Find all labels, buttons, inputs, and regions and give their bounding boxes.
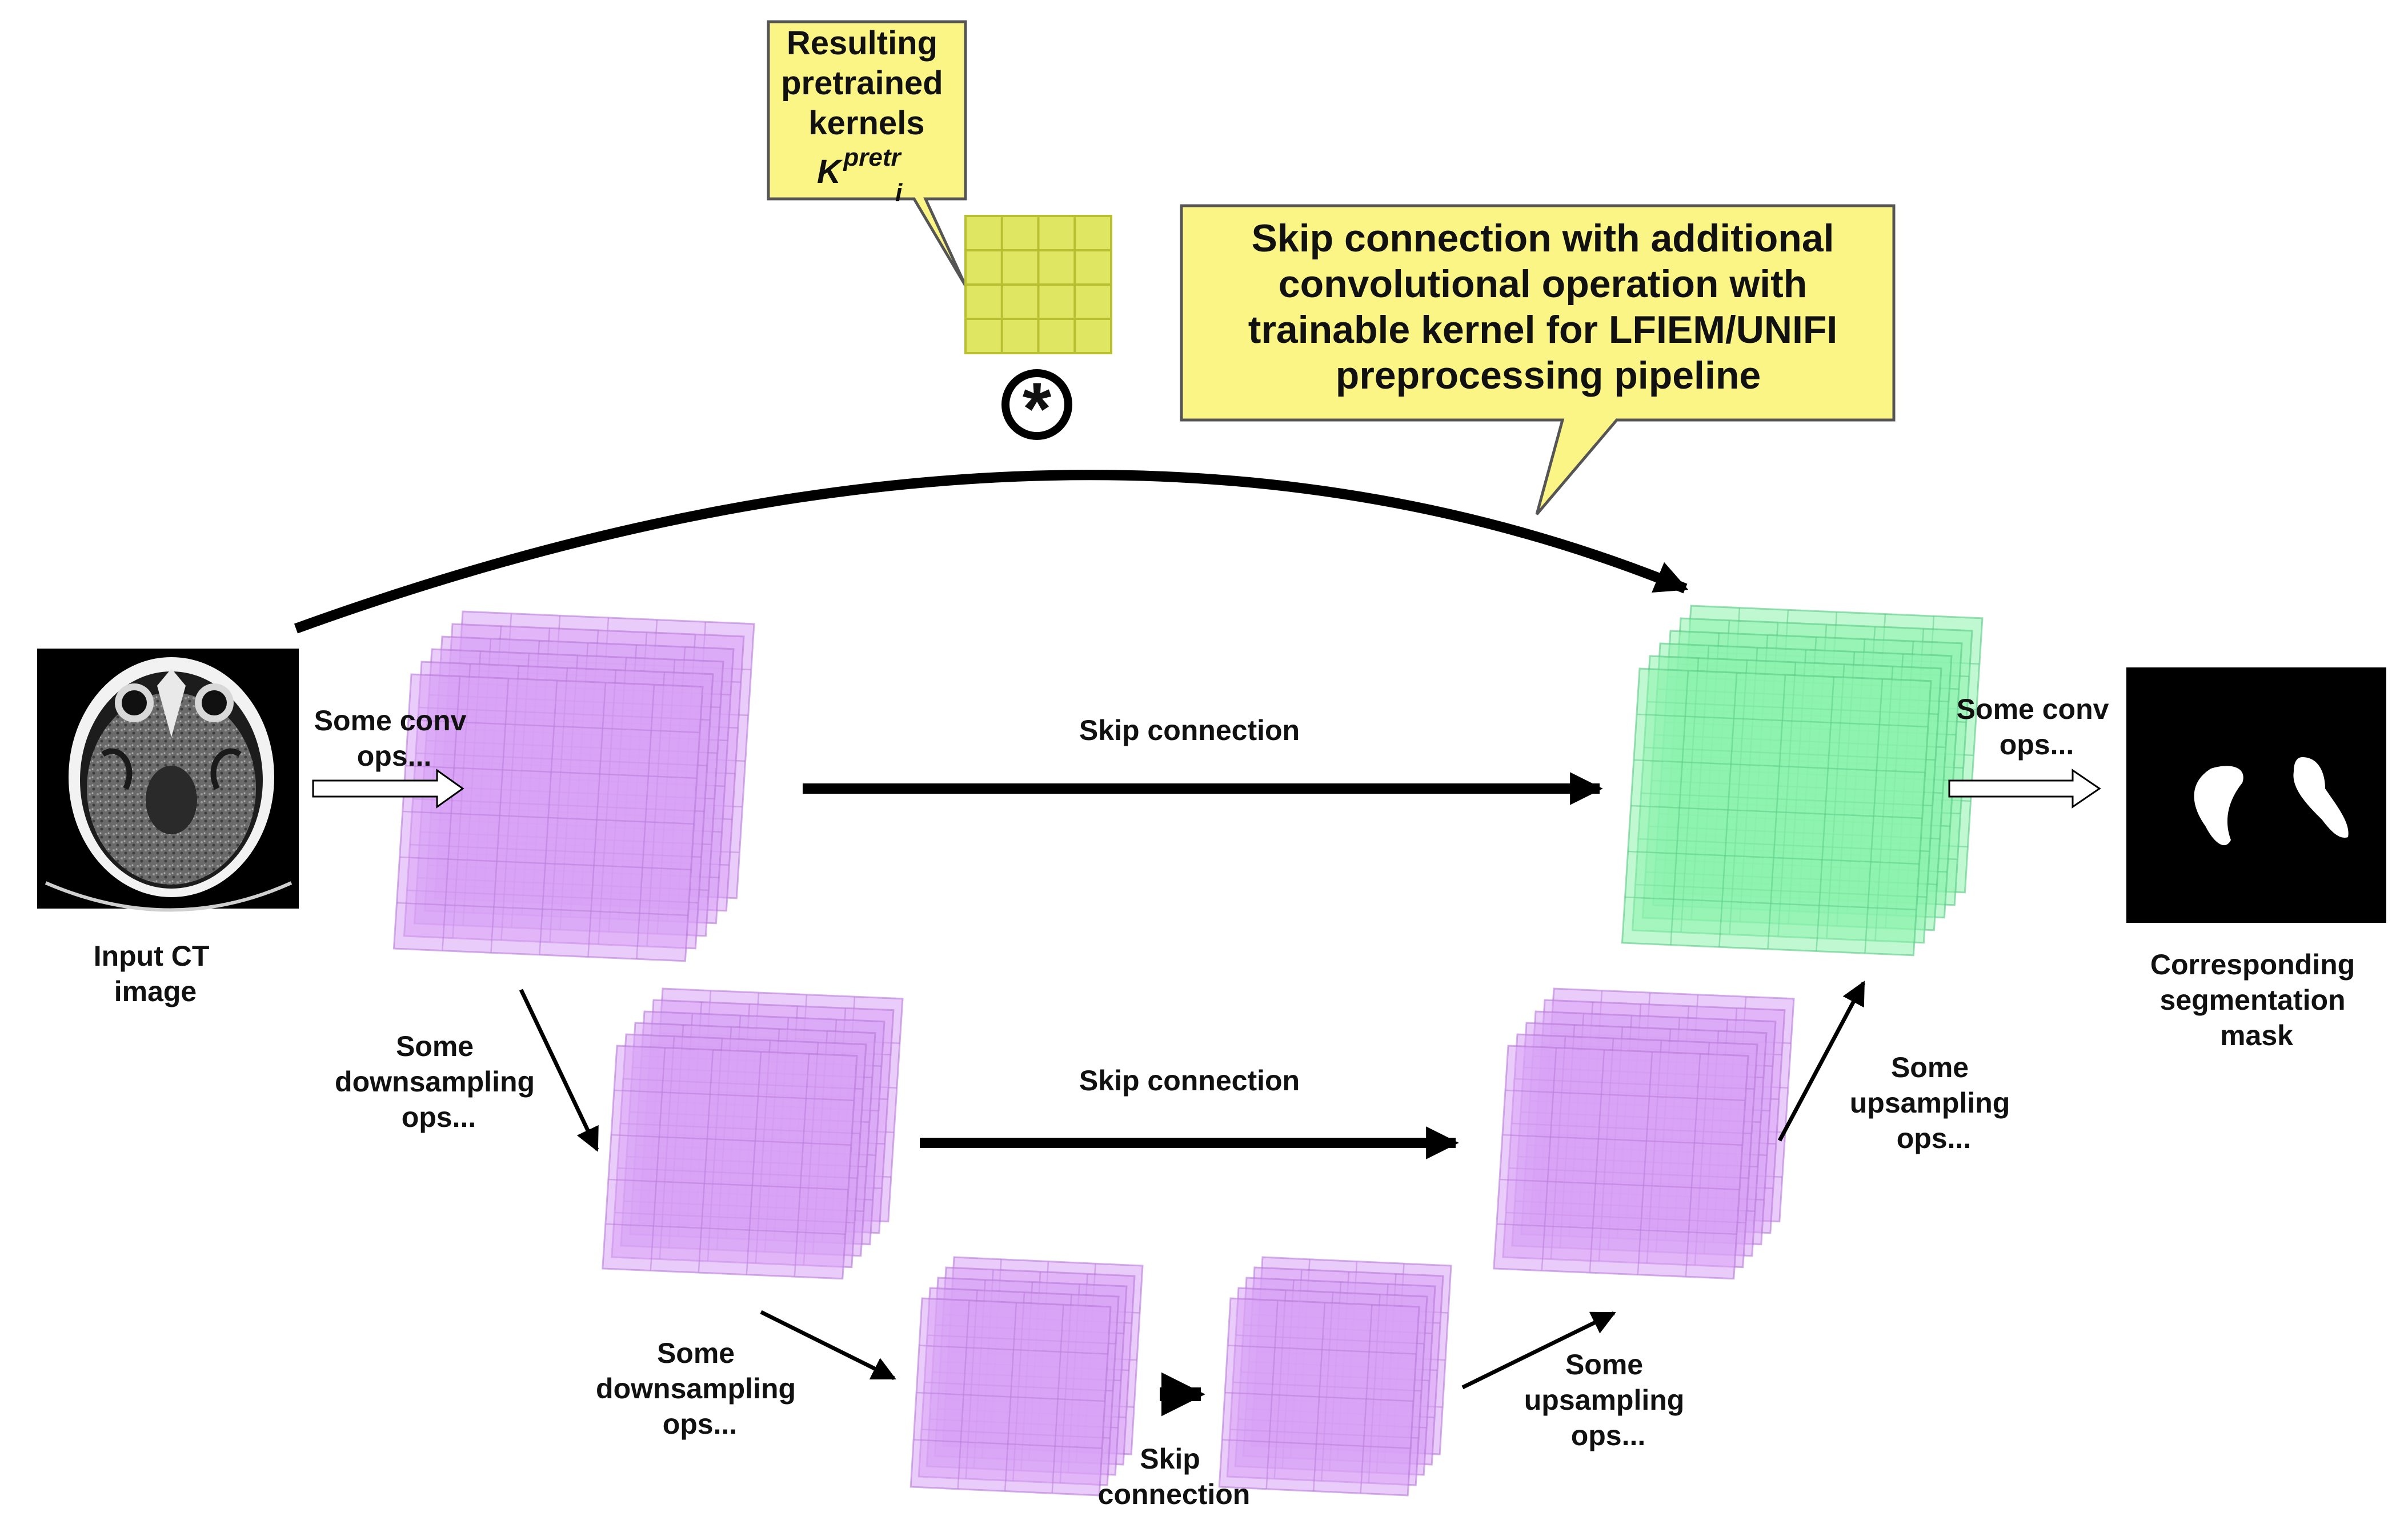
label-upsampling-2: Some upsampling ops... bbox=[1524, 1349, 1692, 1451]
input-ct-image bbox=[37, 649, 299, 912]
callout-skip-line-3: trainable kernel for LFIEM/UNIFI bbox=[1248, 308, 1838, 351]
label-conv-ops-left: Some conv ops... bbox=[314, 705, 475, 772]
downsampling-arrow-1 bbox=[519, 989, 599, 1152]
feature-map-layer bbox=[909, 1297, 1112, 1497]
upsampling-arrow-1 bbox=[1777, 981, 1866, 1142]
feature-map-layer bbox=[392, 673, 704, 962]
feature-stack-encoder-2 bbox=[602, 987, 904, 1280]
label-input-ct-image: Input CT image bbox=[94, 940, 218, 1007]
label-skip-connection-top: Skip connection bbox=[1079, 714, 1300, 746]
downsampling-arrow-2 bbox=[760, 1310, 896, 1381]
svg-text:K pretr i: K pretr i bbox=[817, 143, 903, 207]
label-corresponding-mask: Corresponding segmentation mask bbox=[2150, 949, 2363, 1051]
feature-map-layer bbox=[1493, 1045, 1749, 1280]
conv-ops-hollow-arrow-left bbox=[312, 769, 464, 809]
upsampling-arrow-2 bbox=[1461, 1311, 1616, 1390]
callout-kernels-line-1: Resulting bbox=[787, 25, 937, 62]
callout-skip-line-4: preprocessing pipeline bbox=[1336, 354, 1761, 397]
feature-stack-encoder-1 bbox=[392, 610, 755, 962]
callout-kernels-line-2: pretrained bbox=[781, 65, 943, 102]
callout-skip-line-1: Skip connection with additional bbox=[1252, 217, 1834, 260]
kernel-symbol-base: K bbox=[817, 153, 843, 190]
label-skip-connection-bottom: Skip connection bbox=[1098, 1443, 1251, 1510]
convolution-symbol: * bbox=[1023, 367, 1052, 450]
callout-kernels-line-3: kernels bbox=[808, 105, 924, 142]
svg-text:Resulting pretrained: Resulting pretrained kernels bbox=[781, 25, 952, 142]
long-skip-connection-arrow bbox=[294, 470, 1689, 634]
label-downsampling-1: Some downsampling ops... bbox=[335, 1030, 543, 1133]
feature-map-layer bbox=[1621, 667, 1932, 957]
pretrained-kernel-grid bbox=[964, 215, 1112, 354]
feature-stack-decoder-2 bbox=[1493, 987, 1795, 1280]
kernel-symbol-superscript: pretr bbox=[843, 143, 902, 171]
feature-map-layer bbox=[1218, 1297, 1420, 1497]
feature-stack-bottleneck-right bbox=[1218, 1256, 1452, 1497]
callout-skip-connection-trainable: Skip connection with additional convolut… bbox=[1180, 204, 1896, 515]
callout-skip-line-2: convolutional operation with bbox=[1279, 262, 1808, 306]
segmentation-mask bbox=[2126, 667, 2386, 923]
label-conv-ops-right: Some conv ops... bbox=[1957, 693, 2117, 761]
feature-stack-decoder-1 bbox=[1621, 605, 1984, 957]
feature-map-layer bbox=[602, 1045, 858, 1280]
label-upsampling-1: Some upsampling ops... bbox=[1850, 1051, 2018, 1154]
callout-pretrained-kernels: Resulting pretrained kernels K pretr i bbox=[767, 20, 967, 287]
kernel-symbol-subscript: i bbox=[895, 179, 903, 207]
label-skip-connection-middle: Skip connection bbox=[1079, 1065, 1300, 1097]
conv-ops-hollow-arrow-right bbox=[1948, 769, 2101, 809]
convolution-operator-icon: * bbox=[1001, 367, 1072, 450]
svg-text:Skip connection with additiona: Skip connection with additional convolut… bbox=[1248, 217, 1848, 397]
label-downsampling-2: Some downsampling ops... bbox=[596, 1337, 804, 1440]
feature-stack-bottleneck-left bbox=[909, 1256, 1144, 1497]
